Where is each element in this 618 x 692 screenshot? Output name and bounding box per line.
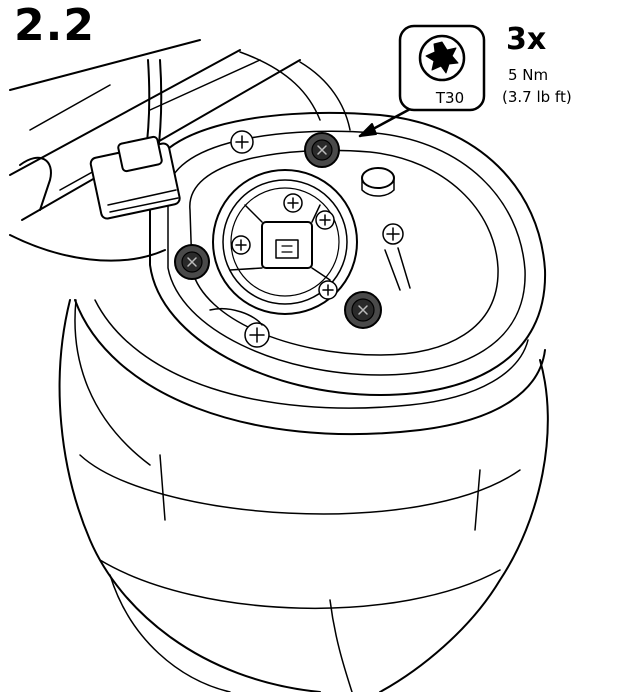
t30-screws [174,132,382,329]
tool-badge [398,24,486,112]
small-screw [283,193,303,213]
quantity-label: 3x [506,22,547,57]
small-screw [315,210,335,230]
t30-screw [304,132,340,168]
torque-lbft-label: (3.7 lb ft) [502,88,572,106]
torx-bit-icon [418,34,466,82]
center-connector-ring [212,169,358,315]
small-screws [230,130,404,348]
t30-screw [344,291,382,329]
mounting-plate [148,111,547,396]
small-screw [244,322,270,348]
small-screw [382,223,404,245]
camera-dome-housing [58,299,549,692]
small-screw [318,280,338,300]
callout-pointer [358,106,414,138]
step-number: 2.2 [14,0,95,51]
small-screw [230,130,254,154]
mounting-arm [9,39,351,262]
tool-size-label: T30 [435,89,465,107]
network-cable [89,59,181,220]
t30-screw [174,244,210,280]
alignment-pin [209,167,411,326]
torque-nm-label: 5 Nm [508,66,549,84]
small-screw [231,235,251,255]
